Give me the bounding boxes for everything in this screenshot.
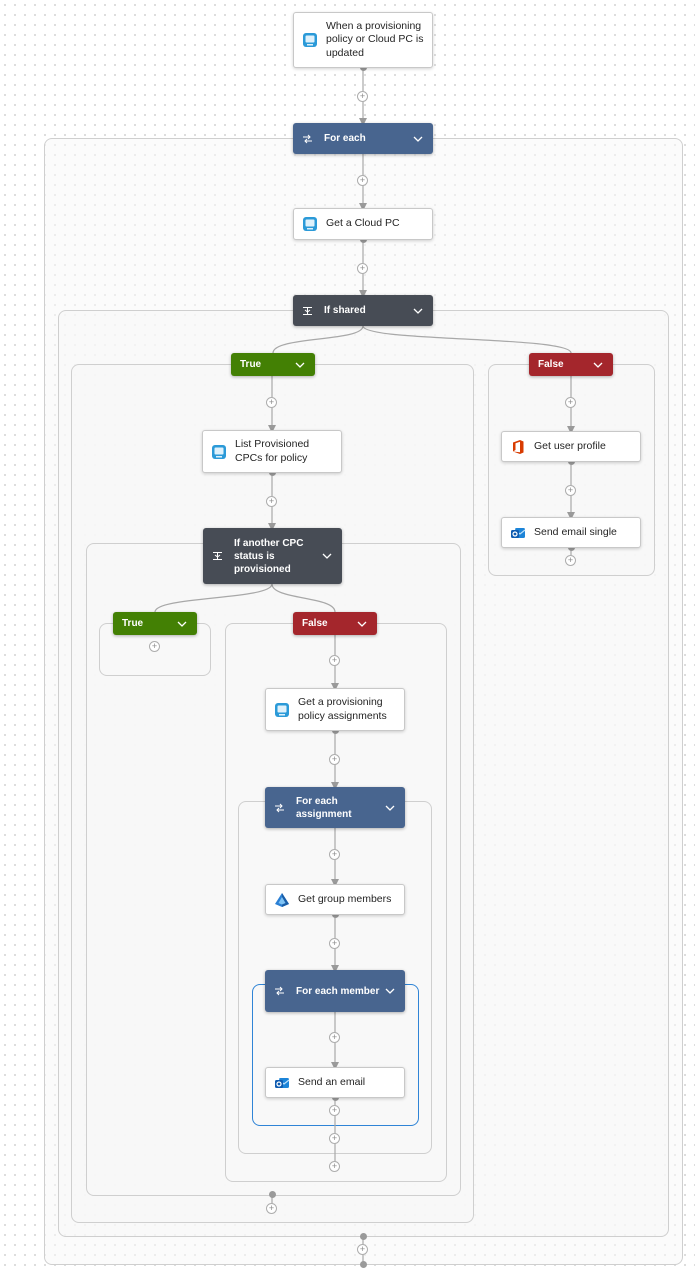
add-step-button[interactable]: + xyxy=(357,91,368,102)
get-assignments-label: Get a provisioning policy assignments xyxy=(298,696,387,722)
foreach-assignment-header[interactable]: For each assignment xyxy=(265,787,405,828)
foreach-member-header[interactable]: For each member xyxy=(265,970,405,1012)
get-group-members-label: Get group members xyxy=(298,892,392,905)
add-step-button[interactable]: + xyxy=(329,1133,340,1144)
add-step-button[interactable]: + xyxy=(329,1105,340,1116)
chevron-down-icon[interactable] xyxy=(321,553,333,559)
chevron-down-icon[interactable] xyxy=(294,362,306,368)
foreach-assignment-label: For each assignment xyxy=(296,795,352,820)
if-another-header[interactable]: If another CPC status is provisioned xyxy=(203,528,342,584)
loop-icon xyxy=(302,134,314,144)
outlook-icon xyxy=(274,1075,290,1091)
chevron-down-icon[interactable] xyxy=(412,308,424,314)
chevron-down-icon[interactable] xyxy=(356,621,368,627)
add-step-button[interactable]: + xyxy=(357,263,368,274)
trigger-label: When a provisioning policy or Cloud PC i… xyxy=(326,19,424,59)
add-step-button[interactable]: + xyxy=(329,1161,340,1172)
list-cpcs-label: List Provisioned CPCs for policy xyxy=(235,438,310,464)
chevron-down-icon[interactable] xyxy=(384,988,396,994)
add-step-button[interactable]: + xyxy=(329,938,340,949)
if-another-label: If another CPC status is provisioned xyxy=(234,537,304,575)
send-email-single-card[interactable]: Send email single xyxy=(501,517,641,548)
inner-true-header[interactable]: True xyxy=(113,612,197,635)
foreach-member-label: For each member xyxy=(296,985,380,997)
office-icon xyxy=(510,439,526,455)
add-step-button[interactable]: + xyxy=(565,555,576,566)
get-group-members-card[interactable]: Get group members xyxy=(265,884,405,915)
add-step-button[interactable]: + xyxy=(329,655,340,666)
add-step-button[interactable]: + xyxy=(329,1032,340,1043)
send-email-card[interactable]: Send an email xyxy=(265,1067,405,1098)
add-step-button[interactable]: + xyxy=(266,1203,277,1214)
connection-dot xyxy=(360,1261,367,1268)
send-email-single-label: Send email single xyxy=(534,525,617,538)
chevron-down-icon[interactable] xyxy=(592,362,604,368)
chevron-down-icon[interactable] xyxy=(412,136,424,142)
azure-ad-icon xyxy=(274,892,290,908)
add-step-button[interactable]: + xyxy=(329,754,340,765)
cloud-pc-icon xyxy=(302,32,318,48)
if-shared-header[interactable]: If shared xyxy=(293,295,433,326)
add-step-button[interactable]: + xyxy=(329,849,340,860)
inner-true-label: True xyxy=(122,618,144,629)
true-branch-header[interactable]: True xyxy=(231,353,315,376)
add-step-button[interactable]: + xyxy=(266,496,277,507)
trigger-card[interactable]: When a provisioning policy or Cloud PC i… xyxy=(293,12,433,68)
inner-false-label: False xyxy=(302,618,328,629)
cloud-pc-icon xyxy=(274,702,290,718)
add-step-button[interactable]: + xyxy=(357,175,368,186)
false-branch-header[interactable]: False xyxy=(529,353,613,376)
list-cpcs-card[interactable]: List Provisioned CPCs for policy xyxy=(202,430,342,473)
cloud-pc-icon xyxy=(302,216,318,232)
send-email-label: Send an email xyxy=(298,1075,366,1088)
get-assignments-card[interactable]: Get a provisioning policy assignments xyxy=(265,688,405,731)
if-shared-label: If shared xyxy=(324,305,366,316)
condition-icon xyxy=(302,306,314,316)
get-cloud-pc-card[interactable]: Get a Cloud PC xyxy=(293,208,433,240)
chevron-down-icon[interactable] xyxy=(384,805,396,811)
loop-icon xyxy=(274,803,286,813)
add-step-button[interactable]: + xyxy=(565,397,576,408)
loop-icon xyxy=(274,986,286,996)
get-user-profile-label: Get user profile xyxy=(534,439,606,452)
get-user-profile-card[interactable]: Get user profile xyxy=(501,431,641,462)
add-step-button[interactable]: + xyxy=(149,641,160,652)
inner-false-header[interactable]: False xyxy=(293,612,377,635)
add-step-button[interactable]: + xyxy=(266,397,277,408)
foreach-label: For each xyxy=(324,133,366,144)
chevron-down-icon[interactable] xyxy=(176,621,188,627)
foreach-header[interactable]: For each xyxy=(293,123,433,154)
add-step-button[interactable]: + xyxy=(357,1244,368,1255)
add-step-button[interactable]: + xyxy=(565,485,576,496)
connection-dot xyxy=(360,1233,367,1240)
false-branch-label: False xyxy=(538,359,564,370)
outlook-icon xyxy=(510,525,526,541)
true-branch-label: True xyxy=(240,359,262,370)
connection-dot xyxy=(269,1191,276,1198)
get-cloud-pc-label: Get a Cloud PC xyxy=(326,217,400,230)
cloud-pc-icon xyxy=(211,444,227,460)
condition-icon xyxy=(212,551,224,561)
